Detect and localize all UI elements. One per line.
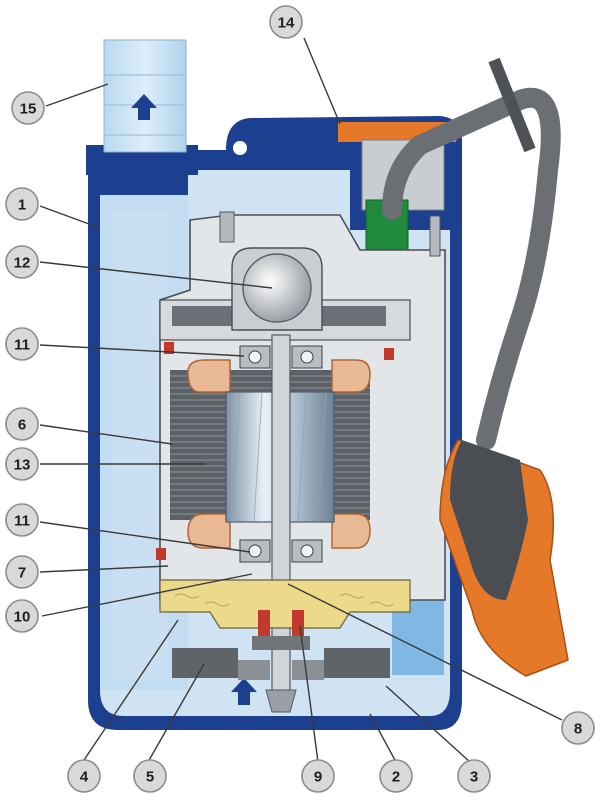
callout-number: 4	[80, 769, 89, 786]
upper-bearing	[239, 345, 323, 369]
callout-discharge: 15	[11, 91, 45, 125]
leader-line	[303, 37, 341, 125]
callout-circle	[133, 759, 167, 793]
callout-circle	[561, 711, 595, 745]
callout-motor-housing: 7	[5, 555, 39, 589]
leader-line	[39, 424, 173, 445]
callout-circle	[269, 5, 303, 39]
callout-base: 2	[379, 759, 413, 793]
callout-circle	[5, 447, 39, 481]
leader-line	[39, 205, 101, 229]
callout-circle	[5, 503, 39, 537]
callout-number: 9	[314, 769, 322, 786]
callout-number: 12	[14, 255, 31, 272]
leader-line	[287, 583, 563, 721]
shaft-tip	[265, 689, 297, 713]
winding-copper	[187, 359, 371, 549]
callout-circle	[11, 91, 45, 125]
callout-shaft: 8	[561, 711, 595, 745]
callout-suction-strainer: 3	[457, 759, 491, 793]
oil-chamber	[159, 579, 411, 629]
housing-screw	[219, 211, 235, 243]
o-ring	[156, 342, 394, 560]
callout-number: 6	[18, 417, 26, 434]
callout-oil-chamber: 10	[5, 599, 39, 633]
callout-circle	[5, 555, 39, 589]
callout-number: 10	[14, 609, 31, 626]
callout-number: 1	[18, 197, 26, 214]
flow-arrow-icon	[231, 678, 257, 705]
leader-line	[39, 344, 245, 357]
callout-number: 11	[14, 337, 30, 354]
callout-circle	[5, 245, 39, 279]
callout-number: 2	[392, 769, 400, 786]
callout-lower-bearing: 11	[5, 503, 39, 537]
leader-line	[83, 619, 179, 761]
callout-number: 5	[146, 769, 154, 786]
leader-line	[39, 565, 169, 573]
callout-pump-body: 4	[67, 759, 101, 793]
callout-circle	[5, 327, 39, 361]
callout-number: 7	[18, 565, 26, 582]
housing-screw	[429, 215, 441, 257]
leader-line	[369, 713, 397, 763]
callout-upper-bearing: 11	[5, 327, 39, 361]
leader-line	[39, 261, 273, 289]
leader-line	[45, 83, 109, 107]
callout-circle	[67, 759, 101, 793]
callout-number: 15	[20, 101, 37, 118]
leader-line	[41, 573, 253, 617]
leader-line	[147, 663, 205, 763]
callout-outer-casing: 1	[5, 187, 39, 221]
callout-number: 11	[14, 513, 30, 530]
callout-number: 3	[470, 769, 478, 786]
lower-bearing	[239, 539, 323, 563]
callout-number: 8	[574, 721, 582, 738]
impeller	[172, 648, 390, 680]
callout-handle: 14	[269, 5, 303, 39]
callout-motor-stator: 6	[5, 407, 39, 441]
callout-circle	[5, 599, 39, 633]
leader-line	[39, 521, 251, 553]
capacitor	[242, 253, 312, 323]
callout-stator-winding: 13	[5, 447, 39, 481]
callout-capacitor: 12	[5, 245, 39, 279]
leader-line	[299, 625, 319, 763]
flow-arrow-icon	[131, 94, 157, 120]
callout-circle	[301, 759, 335, 793]
power-cable	[382, 87, 561, 450]
callout-circle	[457, 759, 491, 793]
callout-circle	[5, 187, 39, 221]
callout-number: 14	[278, 15, 295, 32]
callout-circle	[5, 407, 39, 441]
callout-circle	[379, 759, 413, 793]
float-switch	[439, 439, 569, 677]
leader-line	[385, 685, 471, 763]
callout-mechanical-seal: 9	[301, 759, 335, 793]
callout-number: 13	[14, 457, 31, 474]
callout-impeller: 5	[133, 759, 167, 793]
